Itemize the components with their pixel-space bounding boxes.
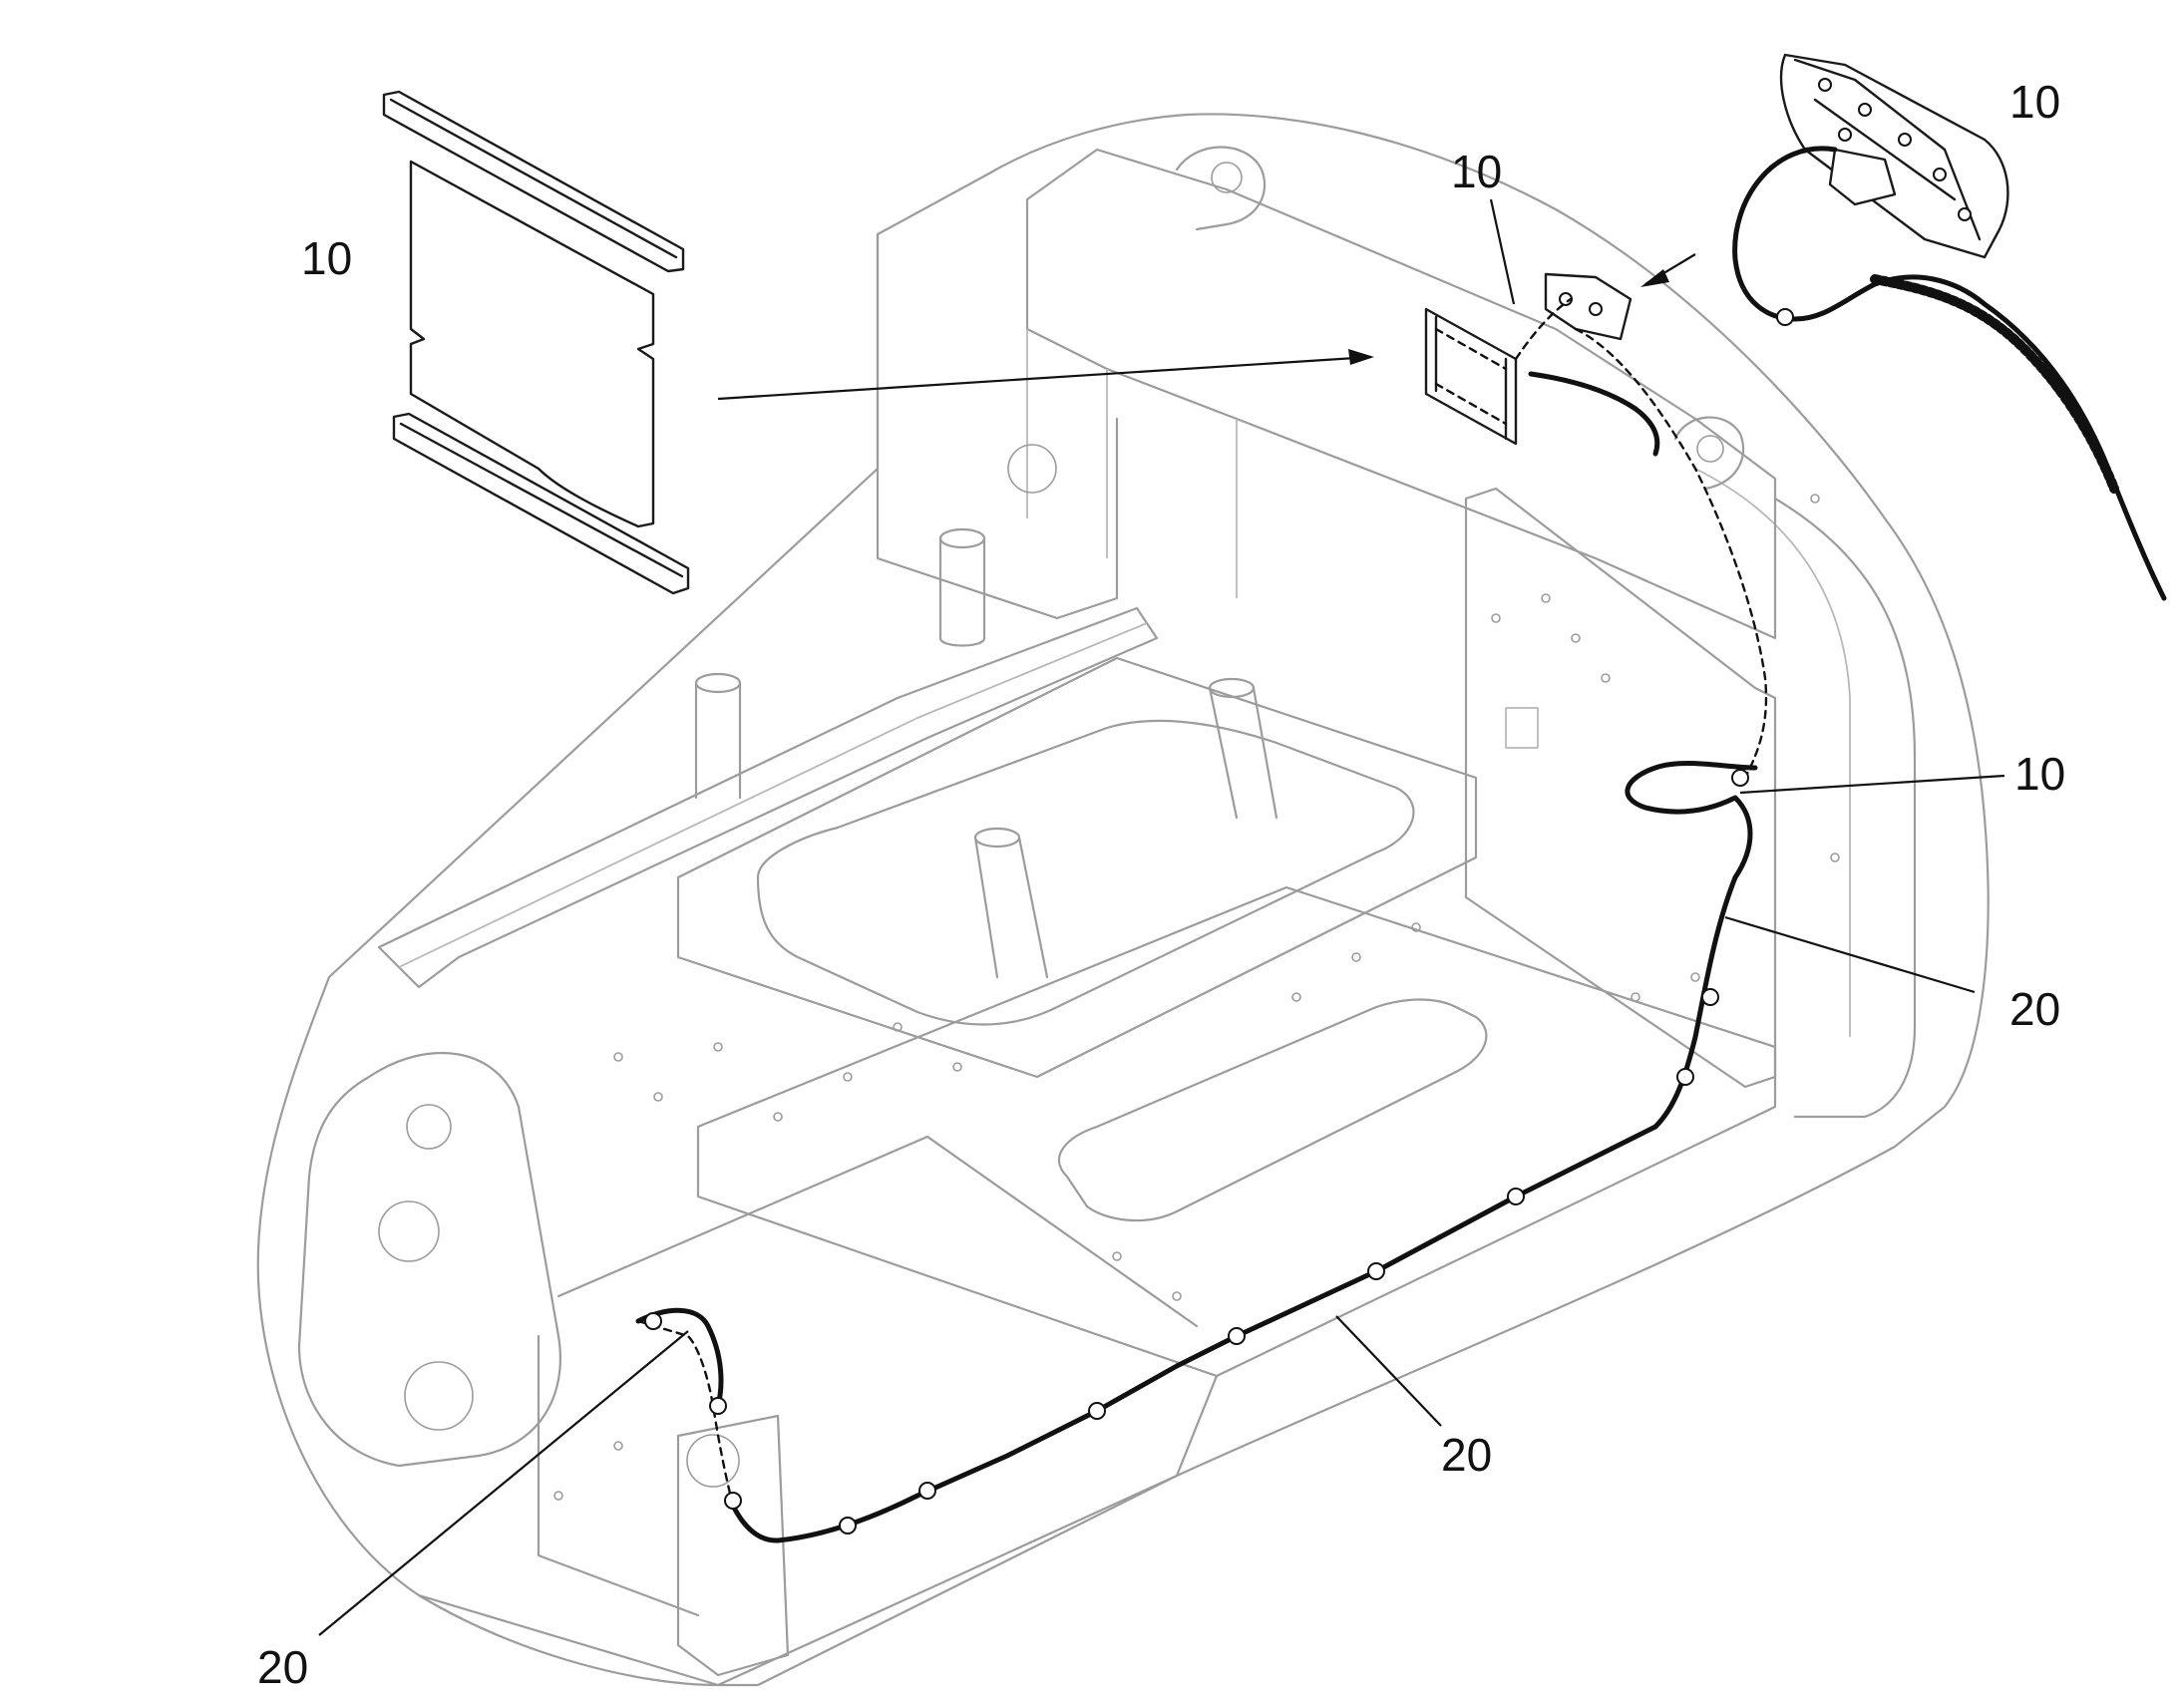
counterweight-curve (1773, 497, 1917, 1119)
arrow-gasket-to-bracket (717, 355, 1372, 401)
lamp-bolts (1818, 78, 1972, 221)
bulkhead-port (1007, 444, 1057, 494)
floor-slot (1057, 998, 1488, 1222)
pivot-ear-top (1175, 146, 1267, 231)
callout-labels: 10 10 10 10 20 20 20 (257, 76, 2065, 1693)
front-left-wall (537, 1135, 1199, 1617)
leader-bracket (1489, 198, 1516, 305)
gasket-kit (382, 90, 690, 595)
rear-plate-fold (1026, 329, 1238, 598)
mount-post-2 (694, 672, 742, 800)
bolt-holes (553, 494, 1840, 1501)
arrowhead-gasket (1348, 349, 1374, 365)
lamp-face (1793, 58, 1982, 241)
callout-bracket: 10 (1451, 146, 1502, 197)
leader-harness-floor (1335, 1315, 1442, 1427)
center-frame-outer (676, 656, 1478, 1079)
lamp-assembly-small (1544, 272, 1633, 341)
counterweight-inner (1694, 468, 1851, 1037)
callout-detail-lamp: 10 (2009, 76, 2060, 128)
rear-upper-plate (1025, 148, 1777, 640)
front-pivot-hole-2 (378, 1200, 440, 1262)
mount-post-1 (938, 527, 986, 647)
callout-harness-front: 20 (257, 1641, 308, 1693)
harness-front-dash (636, 1319, 735, 1508)
gasket-plate (409, 160, 655, 528)
front-pivot-plate (297, 1051, 561, 1468)
detail-lamp (1732, 53, 2167, 601)
harness-dashed-upper (1514, 297, 1768, 780)
pivot-ear-right (1673, 416, 1745, 491)
lamp-cable-clip (1776, 308, 1794, 326)
side-plate-window (1505, 707, 1539, 749)
boom-bracket (676, 1414, 790, 1677)
mounting-bracket (1424, 307, 1518, 446)
mount-post-3 (1208, 677, 1278, 820)
front-pivot-hole-3 (404, 1361, 474, 1431)
harness-clips (644, 769, 1749, 1535)
leader-harness-upper (1739, 774, 2005, 795)
harness-upper-connector (1528, 371, 1660, 457)
center-frame-inner (756, 719, 1415, 1026)
leader-harness-right (1724, 915, 1976, 994)
left-main-beam (377, 606, 1159, 989)
harness-loop (1625, 761, 1758, 880)
harness-front-connector (635, 1307, 724, 1409)
lamp-cable-coil (1870, 274, 2119, 494)
left-beam-edge (398, 622, 1148, 968)
leader-harness-front (318, 1330, 689, 1636)
seal-strip-top-groove (389, 98, 678, 259)
boom-pin (686, 1434, 740, 1488)
callout-harness-floor: 20 (1441, 1429, 1492, 1481)
mount-post-4 (973, 827, 1049, 979)
pivot-hole-right (1696, 435, 1724, 463)
frame-outer-outline (256, 113, 1990, 1687)
callout-harness-upper: 10 (2014, 748, 2065, 800)
wire-harness (635, 297, 1768, 1543)
callout-gasket-kit: 10 (301, 232, 352, 284)
seal-strip-bottom-groove (399, 422, 684, 578)
floor-deck (696, 885, 1777, 1378)
rear-bulkhead (876, 232, 1119, 620)
arrowhead-detail (1640, 269, 1669, 287)
harness-main-run (730, 874, 1738, 1543)
machine-frame (256, 113, 1990, 1687)
front-pivot-hole-1 (406, 1104, 452, 1150)
lamp-connector (1828, 148, 1897, 206)
front-lower-edge (417, 1374, 1219, 1687)
right-side-plate (1464, 487, 1777, 1089)
leader-lines (318, 198, 2005, 1636)
pivot-hole-top (1211, 162, 1243, 193)
callout-harness-right: 20 (2009, 983, 2060, 1035)
